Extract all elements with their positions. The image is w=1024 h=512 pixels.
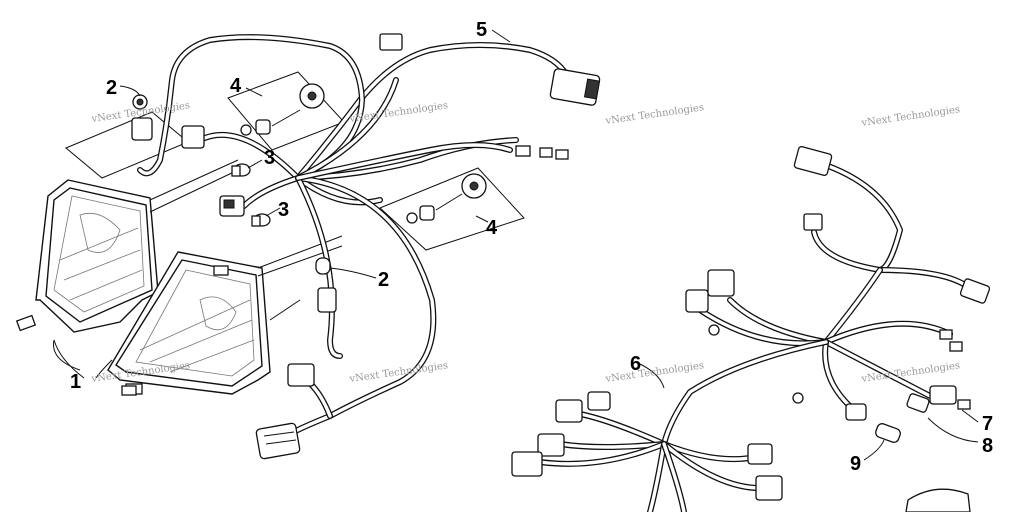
watermark-text: vNext Technologies	[860, 104, 961, 129]
callout-7: 7	[982, 413, 993, 435]
watermark-text: vNext Technologies	[604, 102, 705, 127]
callout-3a: 3	[264, 147, 275, 169]
leader-lines	[53, 29, 979, 461]
callout-2a: 2	[106, 77, 117, 99]
callout-4a: 4	[230, 75, 242, 97]
callout-5: 5	[476, 19, 487, 41]
callout-4b: 4	[486, 217, 498, 239]
headlight-harness	[131, 33, 601, 460]
watermark-text: vNext Technologies	[860, 360, 961, 385]
callout-2b: 2	[378, 269, 389, 291]
headlight-left	[15, 179, 159, 395]
main-harness	[511, 145, 991, 512]
headlight-right	[107, 251, 271, 396]
callout-6: 6	[630, 353, 641, 375]
callout-9: 9	[850, 453, 861, 475]
guide-lines	[53, 71, 525, 379]
callout-8: 8	[982, 435, 993, 457]
watermark-text: vNext Technologies	[604, 360, 705, 385]
callout-1: 1	[70, 371, 81, 393]
bulb-components	[132, 83, 487, 275]
callout-3b: 3	[278, 199, 289, 221]
